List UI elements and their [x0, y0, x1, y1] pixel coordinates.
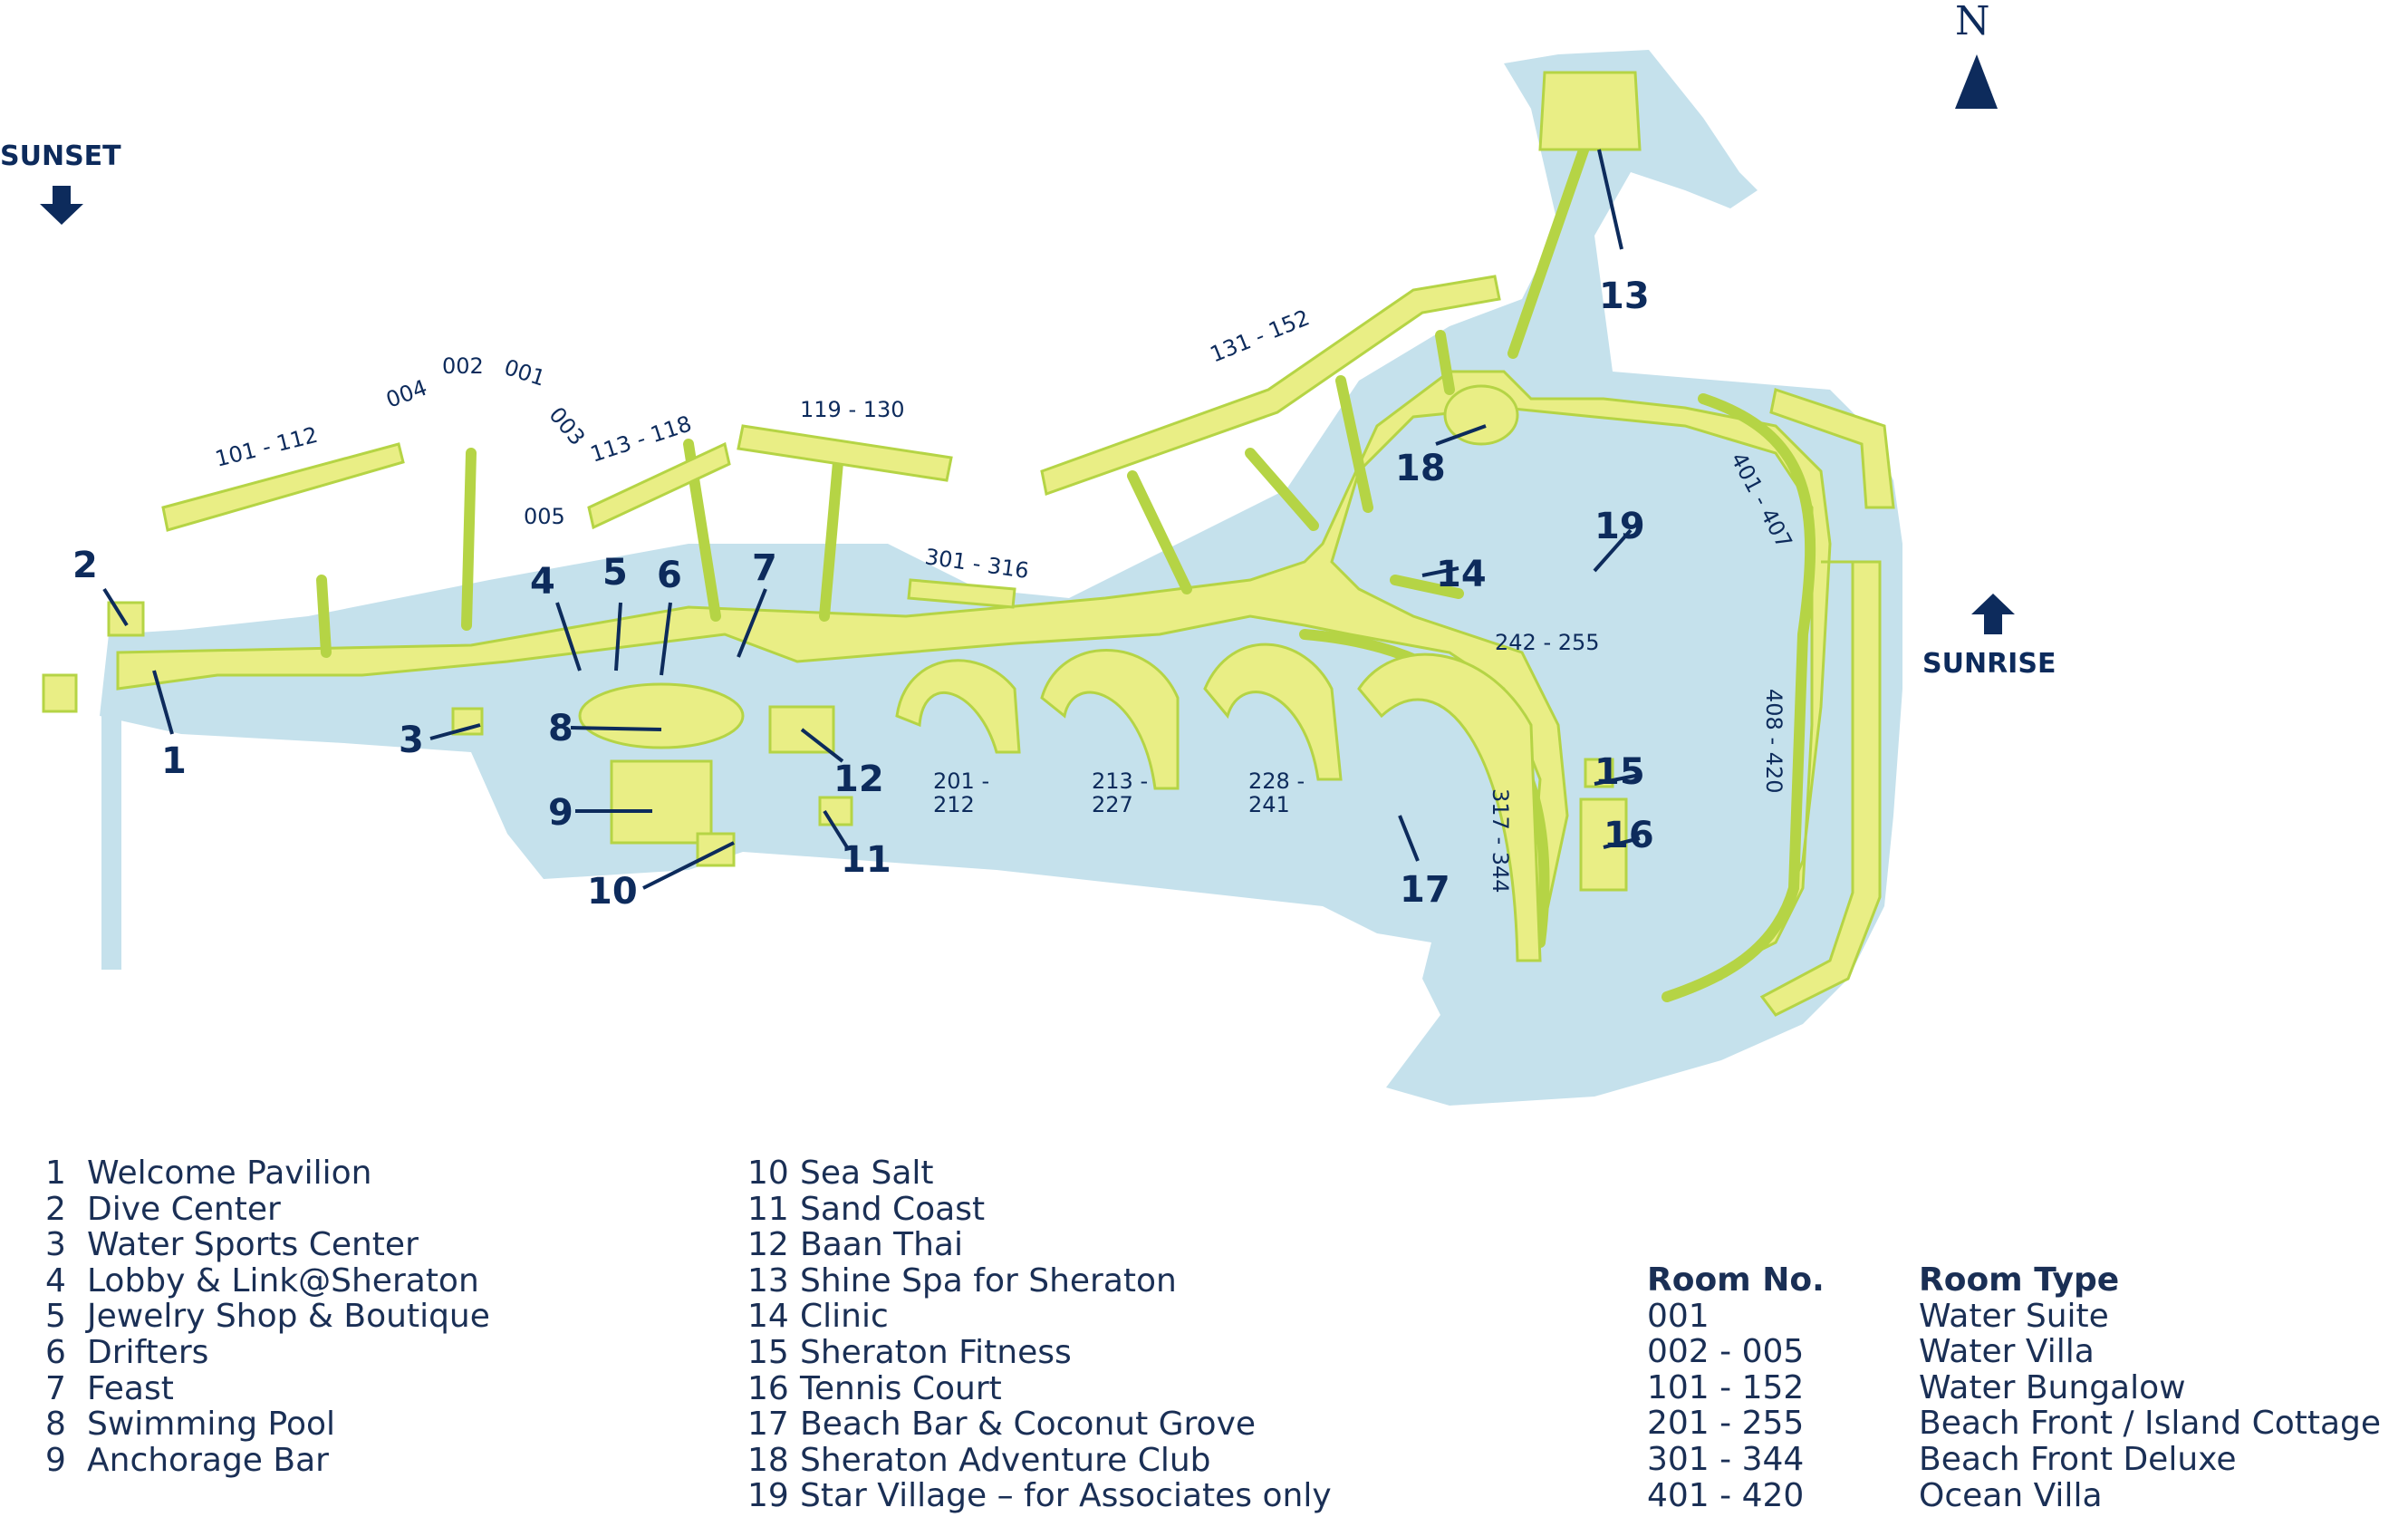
north-arrow-icon [1955, 54, 1998, 109]
rooms-131-152: 131 - 152 [1207, 304, 1314, 367]
rooms-004: 004 [382, 375, 430, 413]
villa-clusters [161, 71, 1895, 1017]
lagoon-water [100, 50, 1902, 1106]
sunrise-label: SUNRISE [1922, 648, 2056, 680]
sea-salt-building [696, 832, 736, 867]
channel-water [101, 707, 121, 970]
welcome-pavilion-building [42, 673, 78, 713]
rooms-001: 001 [501, 354, 548, 391]
marker-12: 12 [833, 758, 884, 800]
leader-lines [102, 149, 1641, 890]
marker-16: 16 [1604, 815, 1654, 856]
rooms-005: 005 [524, 504, 565, 529]
rooms-101-112: 101 - 112 [213, 422, 321, 472]
anchorage-bar-building [610, 759, 713, 845]
sunrise-arrow-icon [1971, 594, 2015, 634]
rooms-201-212-b: 212 [933, 792, 975, 817]
sunset-arrow-icon [40, 186, 83, 225]
marker-18: 18 [1395, 448, 1446, 489]
tennis-court [1579, 797, 1628, 892]
marker-4: 4 [530, 561, 555, 603]
pool-area [578, 682, 745, 749]
resort-map: 1 2 3 4 5 6 7 8 9 10 11 12 13 14 15 16 1… [40, 0, 2015, 1106]
rooms-201-212-a: 201 - [933, 768, 989, 794]
dive-center-building [107, 601, 145, 637]
marker-15: 15 [1594, 751, 1645, 793]
marker-3: 3 [399, 720, 424, 761]
marker-10: 10 [587, 871, 638, 913]
rooms-408-420: 408 - 420 [1761, 689, 1787, 794]
marker-19: 19 [1594, 506, 1645, 547]
rooms-228-241-a: 228 - [1248, 768, 1305, 794]
rooms-002: 002 [442, 353, 484, 379]
marker-14: 14 [1436, 554, 1487, 595]
marker-2: 2 [72, 545, 98, 586]
main-island [116, 370, 1832, 999]
north-label: N [1955, 0, 1990, 44]
compass: N [1955, 0, 1998, 109]
rooms-242-255: 242 - 255 [1495, 630, 1600, 655]
marker-1: 1 [161, 740, 187, 782]
marker-6: 6 [657, 555, 682, 596]
rooms-113-118: 113 - 118 [587, 411, 695, 467]
place-markers: 1 2 3 4 5 6 7 8 9 10 11 12 13 14 15 16 1… [72, 275, 1654, 913]
rooms-317-344: 317 - 344 [1488, 788, 1513, 894]
marker-7: 7 [752, 547, 777, 589]
room-table-header: Room No.Room Type [1647, 1261, 2120, 1299]
marker-5: 5 [602, 552, 628, 594]
rooms-213-227-b: 227 [1092, 792, 1133, 817]
marker-9: 9 [548, 792, 573, 834]
marker-13: 13 [1599, 275, 1650, 317]
marker-8: 8 [548, 708, 573, 749]
rooms-228-241-b: 241 [1248, 792, 1290, 817]
rooms-003: 003 [544, 402, 590, 450]
sunset-label: SUNSET [0, 140, 121, 172]
rooms-213-227-a: 213 - [1092, 768, 1148, 794]
adventure-club-area [1443, 384, 1519, 446]
rooms-119-130: 119 - 130 [800, 397, 905, 422]
marker-11: 11 [841, 839, 891, 881]
marker-17: 17 [1400, 869, 1450, 911]
